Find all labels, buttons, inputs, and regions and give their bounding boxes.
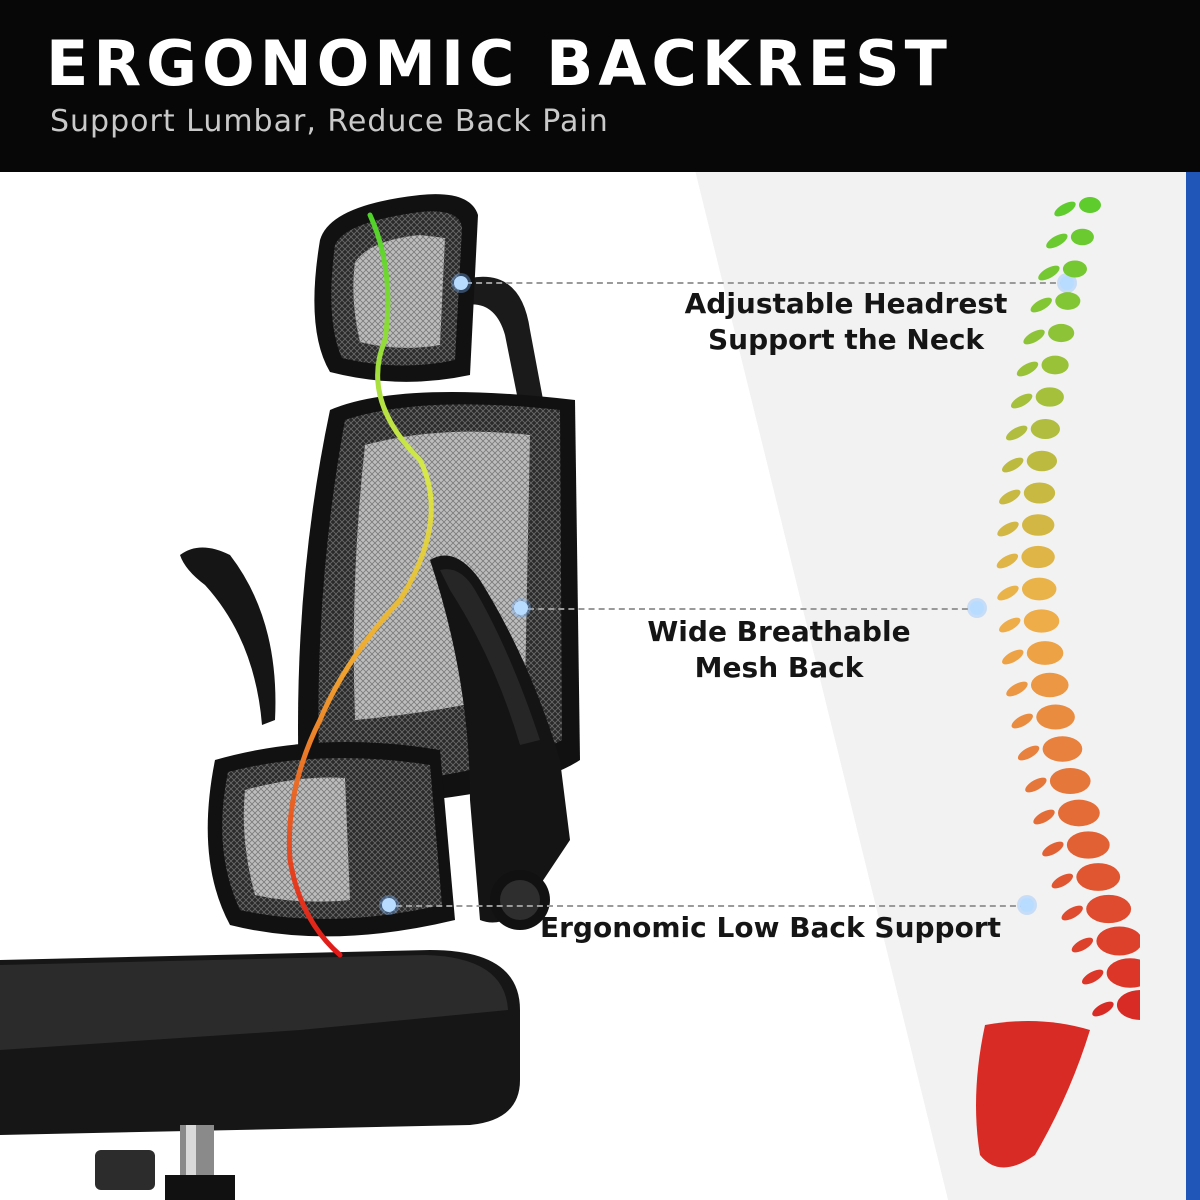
spine-process — [1017, 745, 1040, 761]
spine-process — [1033, 809, 1055, 825]
lumbar-label-line1: Ergonomic Low Back Support — [540, 911, 1002, 944]
mesh-callout-line — [528, 608, 978, 610]
spine-process — [997, 585, 1019, 601]
headrest-label: Adjustable Headrest Support the Neck — [668, 286, 1024, 358]
spine-mid-dot — [970, 601, 984, 615]
spine-process — [1038, 265, 1060, 281]
spine-vertebra — [1079, 197, 1101, 213]
office-chair-image — [0, 194, 580, 1200]
spine-process — [1030, 297, 1052, 313]
spine-process — [1010, 393, 1033, 409]
lumbar-label: Ergonomic Low Back Support — [540, 910, 1002, 946]
spine-process — [999, 617, 1021, 633]
spine-vertebra — [1058, 799, 1100, 827]
spine-vertebra — [1048, 323, 1075, 343]
spine-vertebra — [1086, 894, 1132, 924]
spine-vertebra — [1023, 482, 1056, 504]
spine-neck-dot — [1060, 276, 1074, 290]
page-title: ERGONOMIC BACKREST — [46, 27, 952, 100]
spine-vertebra — [1096, 926, 1140, 956]
spine-vertebra — [1066, 831, 1110, 859]
spine-process — [1023, 329, 1045, 345]
spine-process — [1071, 937, 1094, 953]
spine-vertebra — [1026, 450, 1058, 472]
spine-vertebra — [1023, 609, 1060, 633]
headrest-label-line2: Support the Neck — [707, 323, 985, 356]
spine-process — [1061, 905, 1083, 921]
spine-process — [1006, 425, 1028, 441]
spine-process — [1081, 969, 1104, 985]
spine-illustration — [976, 197, 1140, 1168]
spine-process — [1054, 201, 1076, 217]
spine-vertebra — [1062, 260, 1087, 278]
spine-process — [1011, 713, 1033, 729]
spine-process — [1006, 681, 1028, 697]
spine-vertebra — [1049, 767, 1091, 795]
spine-vertebra — [1021, 514, 1055, 536]
spine-process — [1002, 457, 1024, 473]
spine-process — [1051, 873, 1074, 889]
spine-vertebra — [1021, 545, 1055, 569]
mesh-callout-dot — [514, 601, 528, 615]
spine-process — [1002, 649, 1024, 665]
spine-vertebra — [1106, 958, 1140, 988]
spine-vertebra — [1026, 641, 1064, 665]
spine-vertebra — [1035, 387, 1064, 407]
spine-lower-dot — [1020, 898, 1034, 912]
spine-vertebra — [1030, 672, 1069, 698]
spine-vertebra — [1030, 419, 1060, 439]
spine-process — [1046, 233, 1068, 249]
spine-vertebra — [1076, 863, 1121, 891]
headrest-callout-line — [466, 282, 1066, 284]
spine-vertebra — [1041, 355, 1069, 375]
spine-vertebra — [1042, 736, 1083, 762]
mesh-back-label-line2: Mesh Back — [694, 651, 864, 684]
spine-process — [1025, 777, 1047, 793]
page-subtitle: Support Lumbar, Reduce Back Pain — [50, 104, 609, 139]
headrest-callout-dot — [454, 276, 468, 290]
spine-vertebra — [1036, 704, 1075, 730]
headrest-label-line1: Adjustable Headrest — [684, 287, 1008, 320]
spine-process — [1042, 841, 1064, 857]
spine-vertebra — [1021, 577, 1057, 601]
spine-process — [996, 553, 1019, 569]
spine-vertebra — [1055, 292, 1081, 310]
spine-process — [1016, 361, 1039, 377]
spine-process — [1092, 1001, 1114, 1017]
header-band: ERGONOMIC BACKREST Support Lumbar, Reduc… — [0, 0, 1200, 172]
spine-sacrum — [976, 1021, 1090, 1168]
lumbar-callout-dot — [382, 898, 396, 912]
mesh-back-label: Wide Breathable Mesh Back — [626, 614, 932, 686]
spine-process — [997, 521, 1019, 537]
spine-vertebra — [1116, 990, 1140, 1020]
lumbar-callout-line — [396, 905, 1026, 907]
background-panel — [0, 150, 1200, 1200]
mesh-back-label-line1: Wide Breathable — [647, 615, 911, 648]
spine-vertebra — [1070, 228, 1094, 246]
spine-process — [999, 489, 1021, 505]
